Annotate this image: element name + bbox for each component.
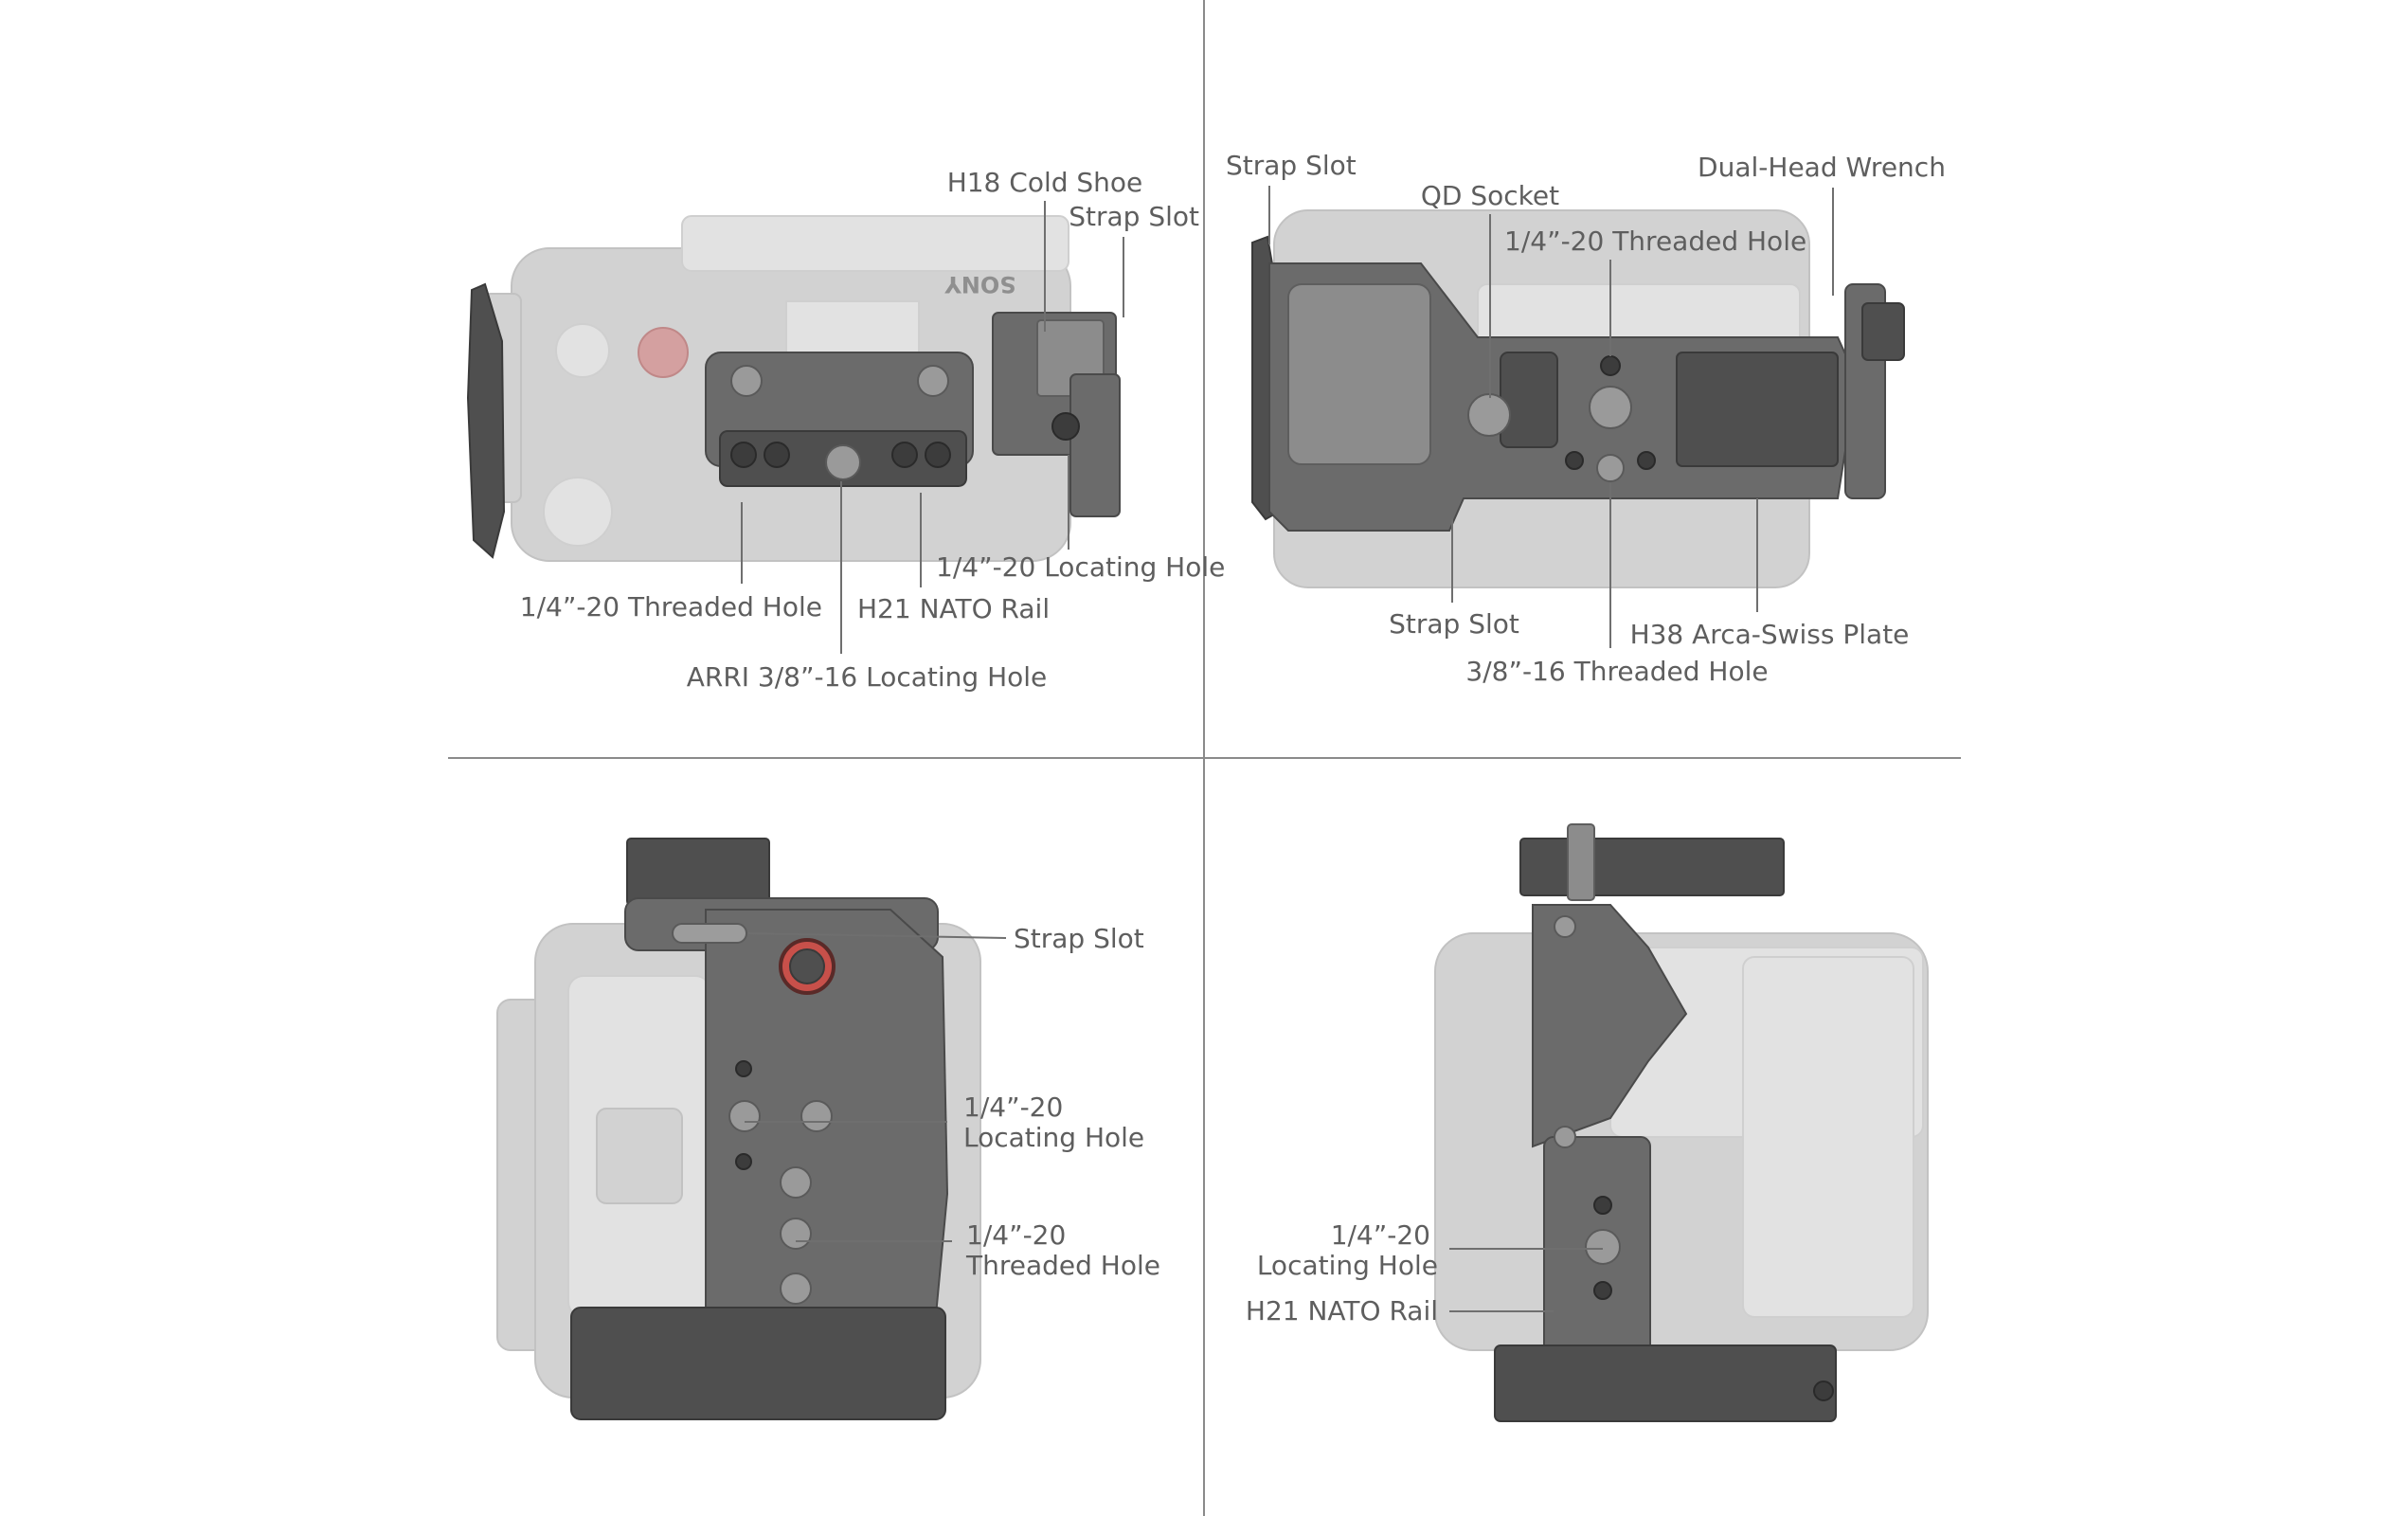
brand-text: SONY	[944, 271, 1016, 298]
svg-text:H21 NATO Rail: H21 NATO Rail	[857, 593, 1050, 624]
cage-holes-grip	[728, 1060, 833, 1305]
label-qd-socket: QD Socket	[1421, 180, 1559, 398]
label-locating-hole-top-view: 1/4”-20 Locating Hole	[936, 455, 1225, 583]
svg-text:H21 NATO Rail: H21 NATO Rail	[1246, 1295, 1438, 1326]
svg-text:1/4”-20: 1/4”-20	[1331, 1219, 1430, 1251]
label-threaded-hole-top-view: 1/4”-20 Threaded Hole	[520, 502, 822, 623]
panel-rail-view: 1/4”-20 Locating Hole H21 NATO Rail	[1246, 823, 1929, 1422]
svg-text:QD Socket: QD Socket	[1421, 180, 1559, 211]
svg-text:1/4”-20: 1/4”-20	[963, 1092, 1063, 1123]
label-dual-head-wrench: Dual-Head Wrench	[1698, 152, 1946, 296]
svg-text:H38 Arca-Swiss Plate: H38 Arca-Swiss Plate	[1630, 619, 1910, 650]
label-arri-hole: ARRI 3/8”-16 Locating Hole	[687, 481, 1048, 693]
camera-body-rail-side	[1434, 932, 1929, 1351]
label-threaded-hole-grip-view: 1/4”-20 Threaded Hole	[796, 1219, 1160, 1281]
cage-holes-rail	[1585, 1196, 1834, 1401]
svg-text:1/4”-20: 1/4”-20	[966, 1219, 1066, 1251]
label-threaded-hole-bottom-view: 1/4”-20 Threaded Hole	[1504, 226, 1806, 356]
label-threaded-38: 3/8”-16 Threaded Hole	[1465, 483, 1769, 687]
label-strap-slot-top-view: Strap Slot	[1069, 201, 1199, 317]
svg-text:Dual-Head Wrench: Dual-Head Wrench	[1698, 152, 1946, 183]
label-nato-rail-rail-view: H21 NATO Rail	[1246, 1295, 1554, 1326]
cage-holes-top	[730, 365, 1080, 480]
svg-text:Locating Hole: Locating Hole	[963, 1122, 1144, 1153]
svg-text:Threaded Hole: Threaded Hole	[965, 1250, 1160, 1281]
svg-text:Strap Slot: Strap Slot	[1069, 201, 1199, 232]
svg-text:1/4”-20 Locating Hole: 1/4”-20 Locating Hole	[936, 551, 1225, 583]
label-locating-hole-rail-view: 1/4”-20 Locating Hole	[1257, 1219, 1603, 1281]
cage-holes-bottom	[1467, 355, 1656, 482]
svg-text:Strap Slot: Strap Slot	[1014, 923, 1144, 954]
svg-text:Locating Hole: Locating Hole	[1257, 1250, 1438, 1281]
svg-text:1/4”-20 Threaded Hole: 1/4”-20 Threaded Hole	[520, 591, 822, 623]
panel-top-view: SONY H18 Cold Shoe Strap Slot	[466, 167, 1225, 693]
label-locating-hole-grip-view: 1/4”-20 Locating Hole	[745, 1092, 1144, 1153]
svg-text:3/8”-16 Threaded Hole: 3/8”-16 Threaded Hole	[1465, 656, 1768, 687]
label-nato-rail-top-view: H21 NATO Rail	[857, 493, 1050, 624]
panel-bottom-view: Strap Slot QD Socket 1/4”-20 Threaded Ho…	[1226, 150, 1946, 687]
panel-grip-view: Strap Slot 1/4”-20 Locating Hole 1/4”-20…	[496, 838, 1160, 1420]
cage-bottom	[1251, 235, 1905, 532]
label-cold-shoe: H18 Cold Shoe	[947, 167, 1143, 332]
svg-text:H18 Cold Shoe: H18 Cold Shoe	[947, 167, 1143, 198]
label-arca-swiss-plate: H38 Arca-Swiss Plate	[1630, 498, 1910, 650]
svg-text:Strap Slot: Strap Slot	[1389, 608, 1519, 640]
label-strap-slot-bottom-view-top: Strap Slot	[1226, 150, 1357, 244]
svg-text:Strap Slot: Strap Slot	[1226, 150, 1357, 181]
svg-text:ARRI 3/8”-16 Locating Hole: ARRI 3/8”-16 Locating Hole	[687, 661, 1048, 693]
label-strap-slot-bottom-view-lower: Strap Slot	[1389, 519, 1519, 640]
label-strap-slot-grip-view: Strap Slot	[747, 923, 1144, 954]
svg-text:1/4”-20 Threaded Hole: 1/4”-20 Threaded Hole	[1504, 226, 1806, 257]
